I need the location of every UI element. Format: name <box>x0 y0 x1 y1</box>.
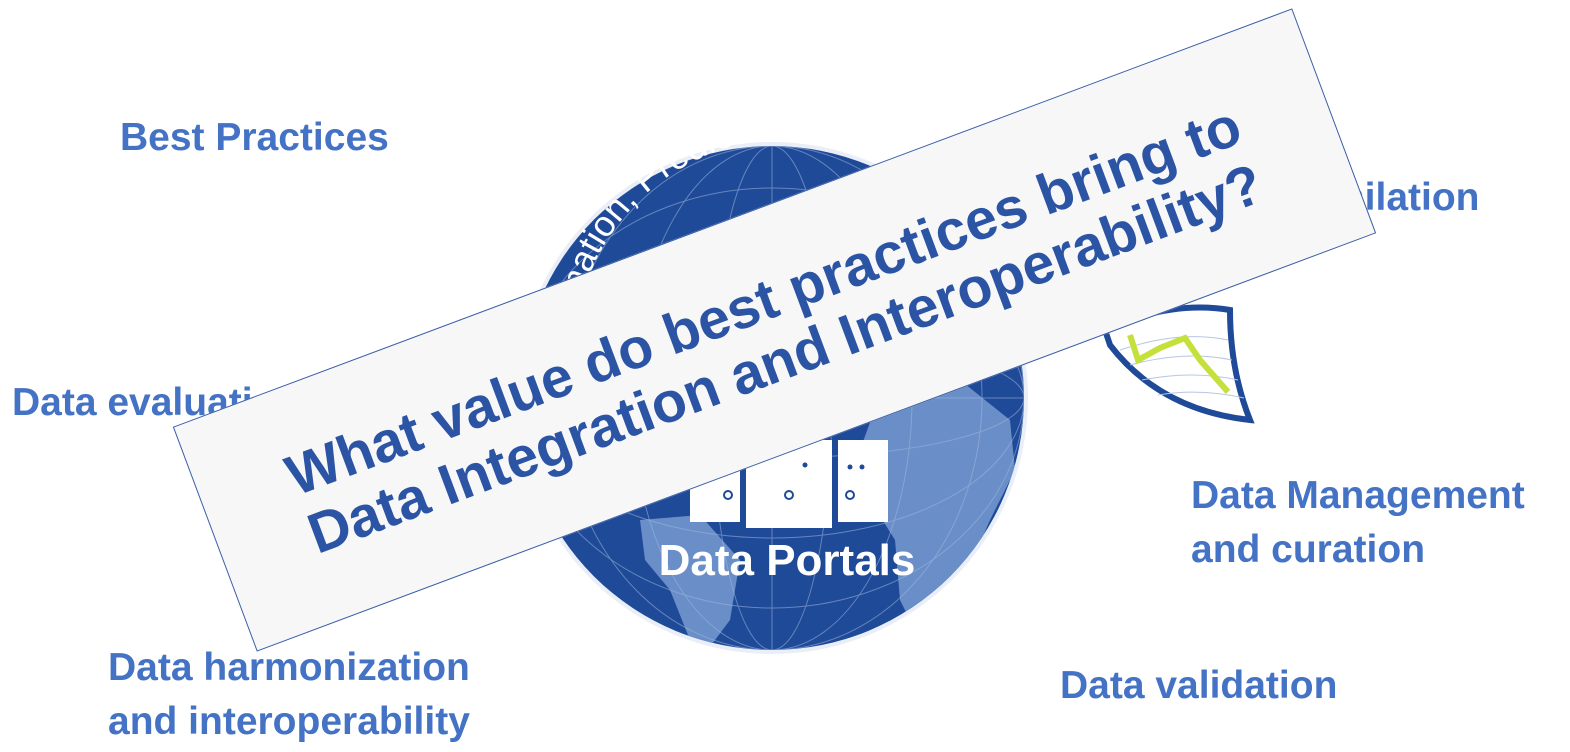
data-harmonization-line1: Data harmonization <box>108 646 470 689</box>
data-harmonization-label: Data harmonization and interoperability <box>108 641 470 749</box>
trend-line <box>1127 334 1231 394</box>
data-management-label: Data Management and curation <box>1191 469 1525 577</box>
data-portals-label: Data Portals <box>659 536 916 585</box>
best-practices-label: Best Practices <box>120 116 389 159</box>
data-validation-label: Data validation <box>1060 664 1338 707</box>
data-management-line1: Data Management <box>1191 474 1525 517</box>
data-harmonization-line2: and interoperability <box>108 699 470 743</box>
data-management-line2: and curation <box>1191 527 1426 571</box>
continent-africa-shape <box>860 380 1015 640</box>
continent-south-america-shape <box>640 515 740 650</box>
